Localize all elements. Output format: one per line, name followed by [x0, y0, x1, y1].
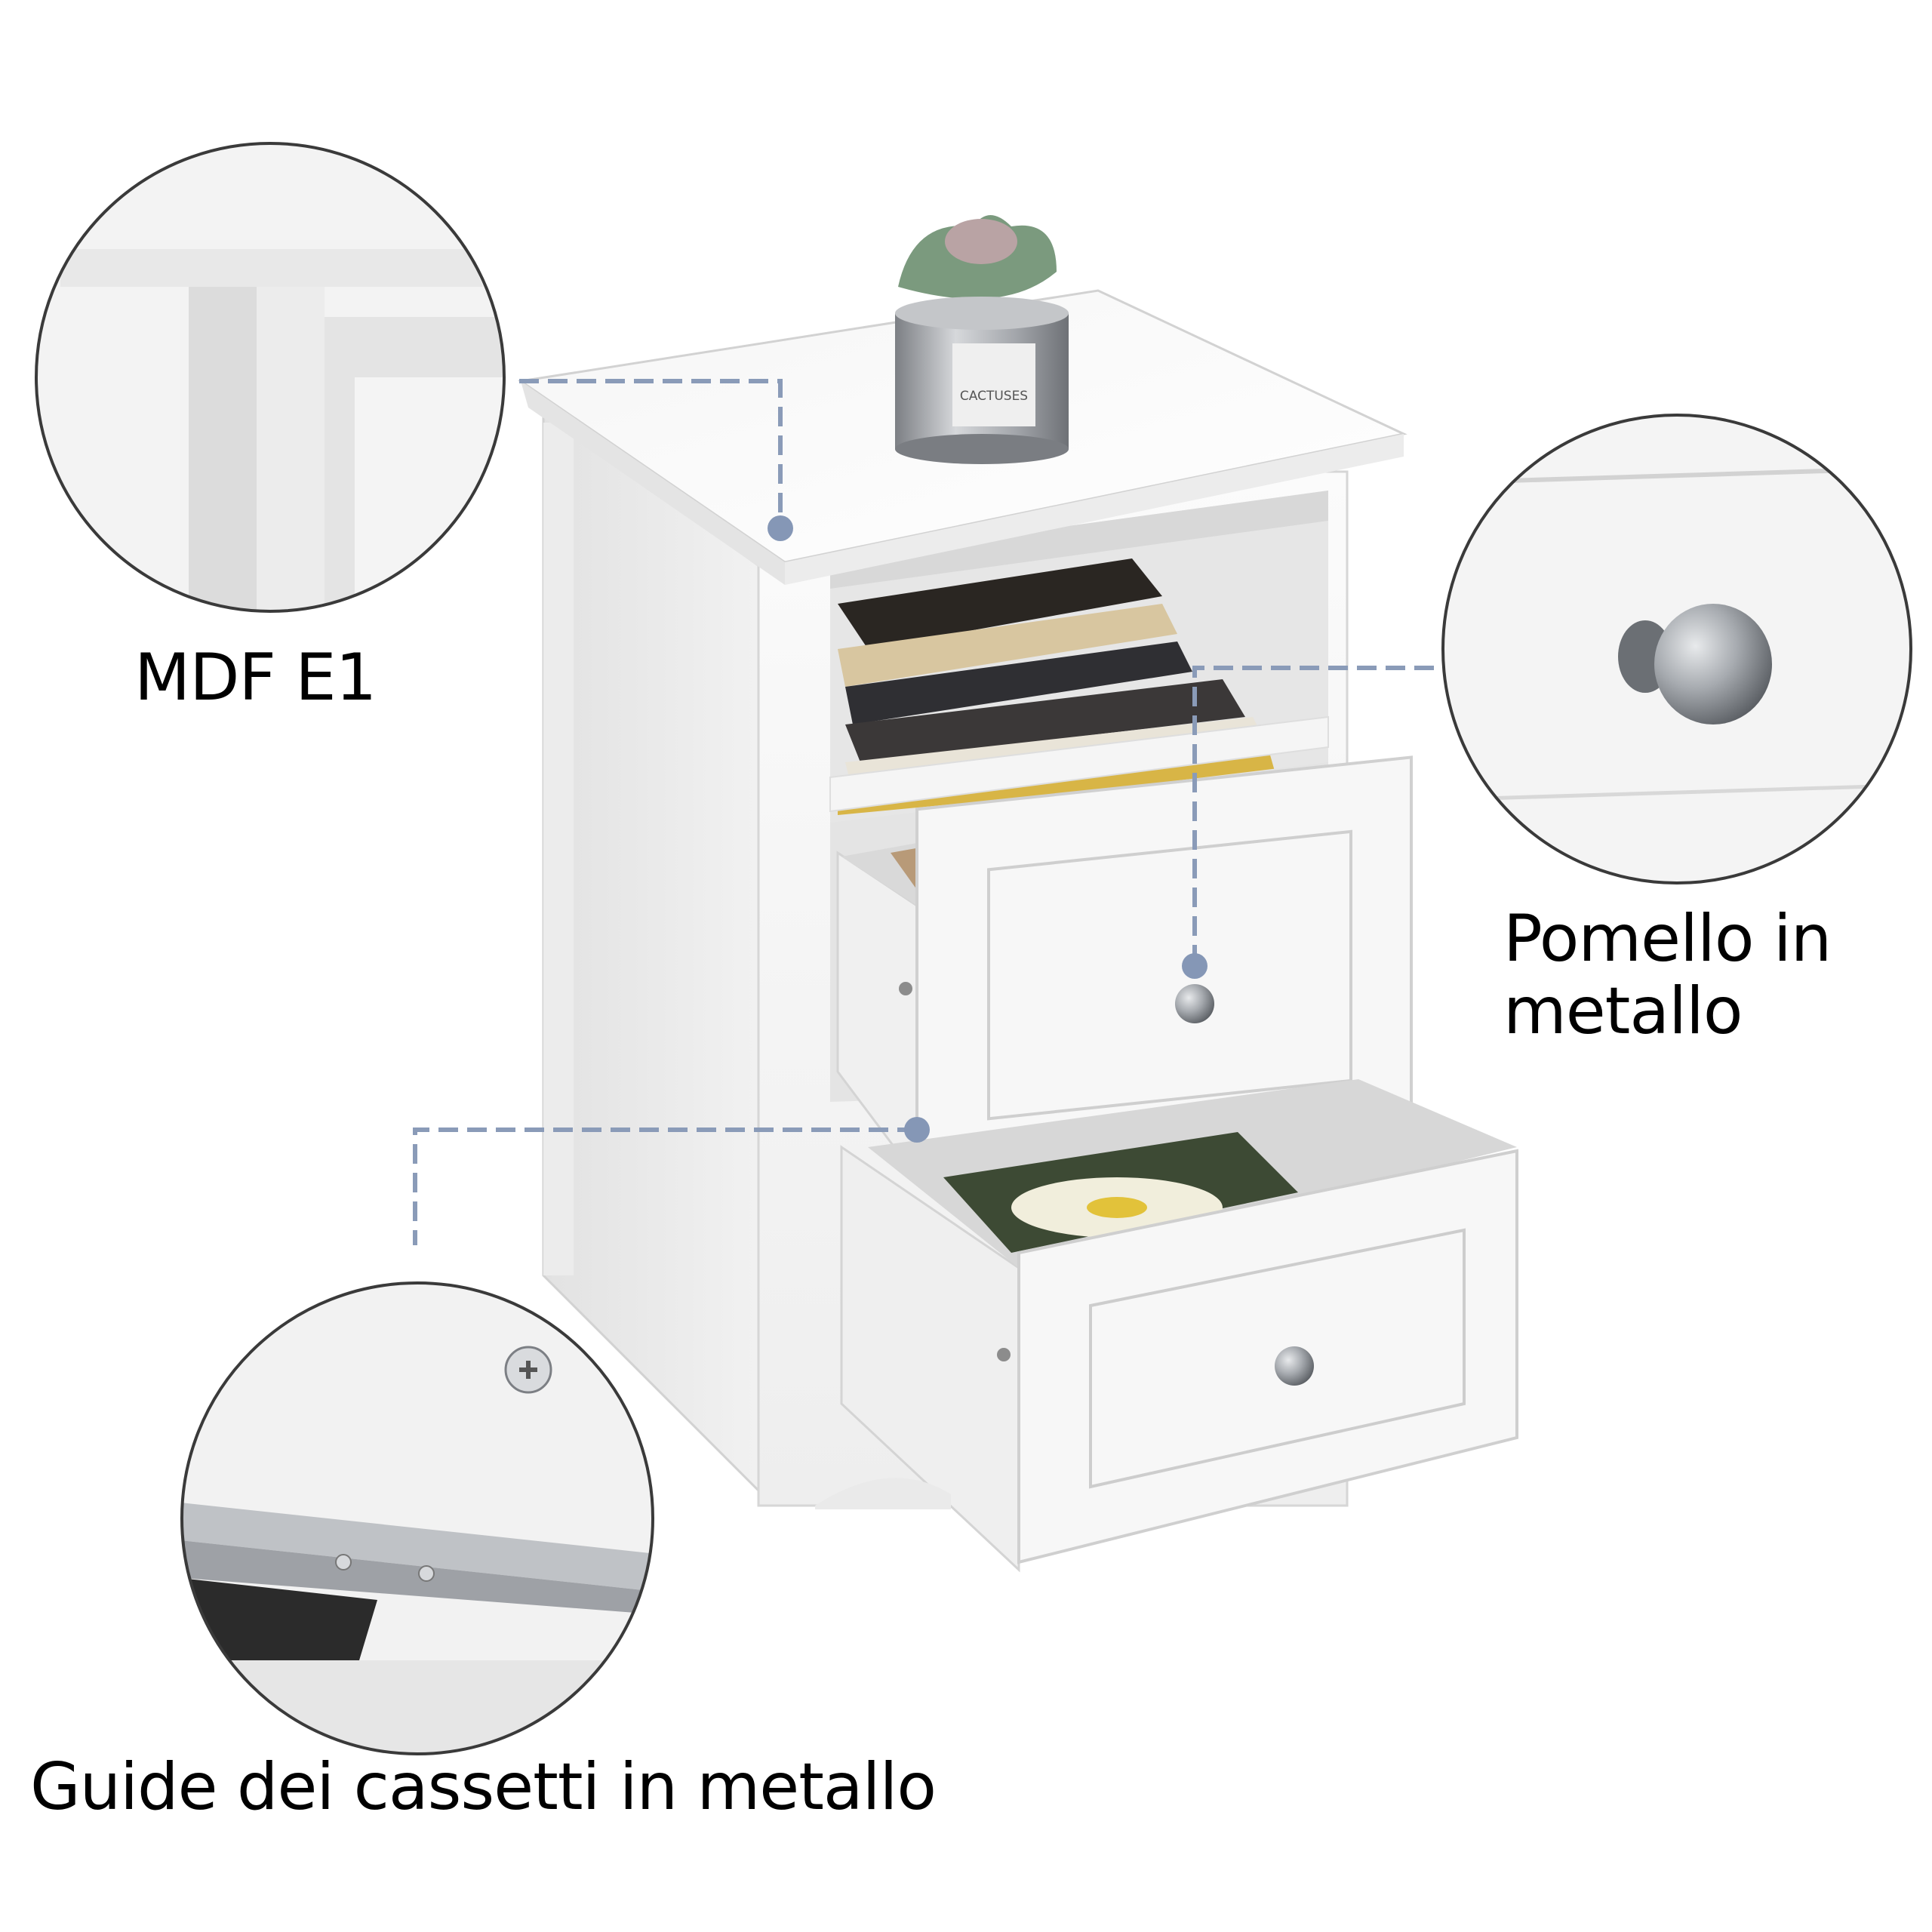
bottom-drawer-panel — [1089, 1228, 1466, 1489]
top-drawer-panel — [987, 829, 1352, 1121]
detail-circle-mdf — [35, 142, 506, 613]
succulent-pot: CACTUSES — [895, 215, 1069, 464]
bottom-drawer-front — [1017, 1149, 1518, 1564]
callout-line-mdf — [519, 379, 783, 528]
bottom-drawer-screw — [997, 1348, 1011, 1361]
cabinet-foot — [815, 1478, 951, 1509]
cabinet-top-front-edge — [785, 434, 1404, 585]
detail-circle-guides — [180, 1281, 654, 1755]
detail-circle-mdf-border — [35, 142, 506, 613]
shelf-cavity-top — [830, 491, 1328, 589]
cabinet-side-edge — [543, 423, 574, 1275]
bottom-drawer-side — [840, 1145, 1020, 1573]
top-drawer-knob[interactable] — [1175, 984, 1214, 1023]
bottom-drawer[interactable] — [840, 1079, 1518, 1573]
label-knob: Pomello in metallo — [1503, 901, 1832, 1050]
nightstand — [518, 289, 1518, 1573]
top-drawer-screw — [899, 982, 912, 995]
pot-label-area — [952, 343, 1035, 426]
label-guides: Guide dei cassetti in metallo — [30, 1749, 937, 1825]
callout-lines — [413, 379, 1434, 1245]
callout-dot-mdf — [768, 515, 793, 541]
label-mdf: MDF E1 — [134, 640, 377, 715]
bottom-drawer-knob[interactable] — [1275, 1346, 1314, 1386]
detail-circle-knob — [1441, 414, 1912, 884]
cabinet-top-edge — [521, 381, 785, 585]
callout-line-guides — [413, 1128, 917, 1245]
callout-dot-guides — [904, 1117, 930, 1143]
callout-line-knob — [1192, 666, 1434, 966]
shelf-board — [829, 715, 1329, 813]
detail-circle-guides-border — [180, 1281, 654, 1755]
top-drawer[interactable] — [836, 755, 1413, 1181]
callout-dot-knob — [1182, 953, 1208, 979]
detail-circle-knob-border — [1441, 414, 1912, 884]
pot-label: CACTUSES — [960, 389, 1028, 404]
cabinet-side-panel — [542, 409, 771, 1505]
